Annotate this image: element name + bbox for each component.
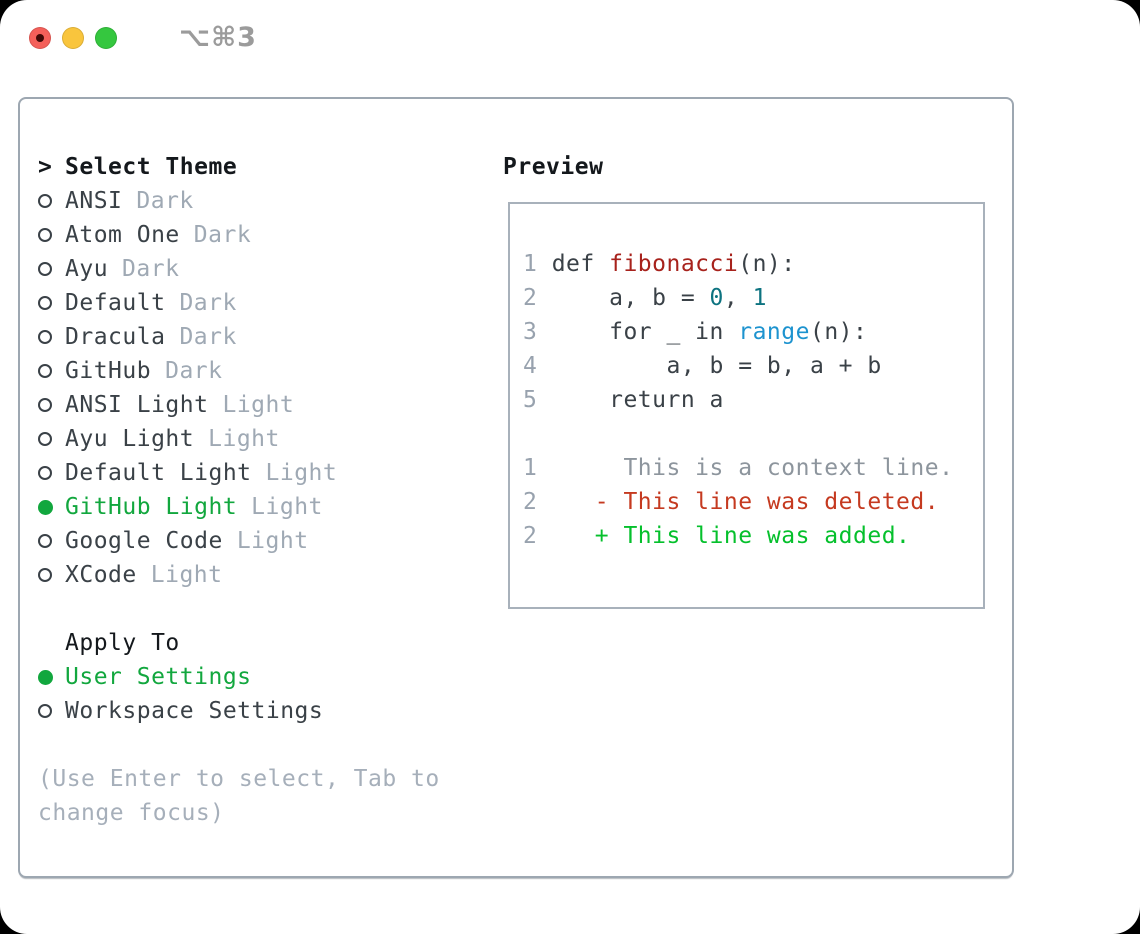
theme-option-dracula[interactable]: Dracula Dark bbox=[38, 320, 503, 354]
option-variant-label: Light bbox=[222, 392, 295, 418]
theme-option-default[interactable]: Default Dark bbox=[38, 286, 503, 320]
hint-line-1: (Use Enter to select, Tab to bbox=[38, 766, 440, 792]
hint-line-2: change focus) bbox=[38, 800, 225, 826]
theme-option-github-light[interactable]: GitHub Light Light bbox=[38, 490, 503, 524]
theme-option-ayu[interactable]: Ayu Dark bbox=[38, 252, 503, 286]
theme-option-atom-one[interactable]: Atom One Dark bbox=[38, 218, 503, 252]
option-variant-label: Light bbox=[208, 426, 280, 452]
option-label: ANSI Light bbox=[65, 392, 209, 418]
code-line: 3 for _ in range(n): bbox=[523, 319, 868, 345]
code-line: 2 - This line was deleted. bbox=[523, 489, 940, 515]
radio-unselected-icon bbox=[38, 296, 65, 310]
radio-unselected-icon bbox=[38, 194, 65, 208]
option-label: GitHub bbox=[65, 358, 152, 384]
theme-option-google-code[interactable]: Google Code Light bbox=[38, 524, 503, 558]
theme-option-ansi[interactable]: ANSI Dark bbox=[38, 184, 503, 218]
option-variant-label: Light bbox=[150, 562, 223, 588]
minimize-button[interactable] bbox=[62, 26, 84, 49]
apply-to-header-row: Apply To bbox=[38, 626, 503, 660]
option-label: Dracula bbox=[65, 324, 166, 350]
option-variant-label: Light bbox=[265, 460, 338, 486]
code-line: 2 + This line was added. bbox=[523, 523, 911, 549]
radio-unselected-icon bbox=[38, 364, 65, 378]
theme-option-github[interactable]: GitHub Dark bbox=[38, 354, 503, 388]
theme-option-default-light[interactable]: Default Light Light bbox=[38, 456, 503, 490]
option-variant-label: Dark bbox=[165, 358, 223, 384]
option-label: ANSI bbox=[65, 188, 123, 214]
option-variant-label: Dark bbox=[193, 222, 252, 248]
code-line: 1 This is a context line. bbox=[523, 455, 954, 481]
preview-column: Preview 1 def fibonacci(n): 2 a, b = 0, 1… bbox=[503, 150, 996, 876]
apply-option-workspace-settings[interactable]: Workspace Settings bbox=[38, 694, 503, 728]
theme-option-xcode[interactable]: XCode Light bbox=[38, 558, 503, 592]
radio-selected-icon bbox=[38, 499, 65, 515]
radio-unselected-icon bbox=[38, 432, 65, 446]
option-label: Ayu bbox=[65, 256, 109, 282]
code-line: 1 def fibonacci(n): bbox=[523, 251, 796, 277]
theme-option-ansi-light[interactable]: ANSI Light Light bbox=[38, 388, 503, 422]
radio-unselected-icon bbox=[38, 398, 65, 412]
title-bar: ⌥⌘3 bbox=[0, 0, 1140, 75]
apply-option-user-settings[interactable]: User Settings bbox=[38, 660, 503, 694]
option-variant-label: Light bbox=[236, 528, 309, 554]
code-line-blank bbox=[523, 417, 983, 451]
option-variant-label: Dark bbox=[136, 188, 194, 214]
code-line: 5 return a bbox=[523, 387, 724, 413]
option-label: Default Light bbox=[65, 460, 252, 486]
theme-preview-box: 1 def fibonacci(n): 2 a, b = 0, 1 3 for _ … bbox=[508, 202, 985, 609]
radio-unselected-icon bbox=[38, 704, 65, 718]
radio-unselected-icon bbox=[38, 330, 65, 344]
apply-to-title: Apply To bbox=[65, 630, 180, 656]
option-label: XCode bbox=[65, 562, 137, 588]
prompt-caret-icon: > bbox=[38, 154, 53, 180]
radio-unselected-icon bbox=[38, 262, 65, 276]
window-title-shortcut: ⌥⌘3 bbox=[179, 22, 257, 53]
option-variant-label: Dark bbox=[179, 324, 237, 350]
close-button[interactable] bbox=[29, 26, 51, 49]
select-theme-title: Select Theme bbox=[65, 154, 238, 180]
option-label: Atom One bbox=[65, 222, 180, 248]
option-variant-label: Dark bbox=[122, 256, 180, 282]
option-label: User Settings bbox=[65, 664, 252, 690]
theme-option-ayu-light[interactable]: Ayu Light Light bbox=[38, 422, 503, 456]
radio-unselected-icon bbox=[38, 534, 65, 548]
select-theme-header-row: > Select Theme bbox=[38, 150, 503, 184]
code-line: 2 a, b = 0, 1 bbox=[523, 285, 767, 311]
code-line: 4 a, b = b, a + b bbox=[523, 353, 882, 379]
option-label: Google Code bbox=[65, 528, 223, 554]
option-variant-label: Dark bbox=[179, 290, 237, 316]
keyboard-hint: (Use Enter to select, Tab to change focu… bbox=[38, 762, 503, 830]
option-label: GitHub Light bbox=[65, 494, 238, 520]
radio-unselected-icon bbox=[38, 466, 65, 480]
preview-title: Preview bbox=[503, 154, 604, 180]
zoom-button[interactable] bbox=[95, 26, 117, 49]
option-variant-label: Light bbox=[251, 494, 323, 520]
option-label: Ayu Light bbox=[65, 426, 195, 452]
option-label: Default bbox=[65, 290, 166, 316]
radio-selected-icon bbox=[38, 669, 65, 685]
radio-unselected-icon bbox=[38, 568, 65, 582]
radio-unselected-icon bbox=[38, 228, 65, 242]
option-label: Workspace Settings bbox=[65, 698, 324, 724]
spacer bbox=[38, 592, 503, 626]
